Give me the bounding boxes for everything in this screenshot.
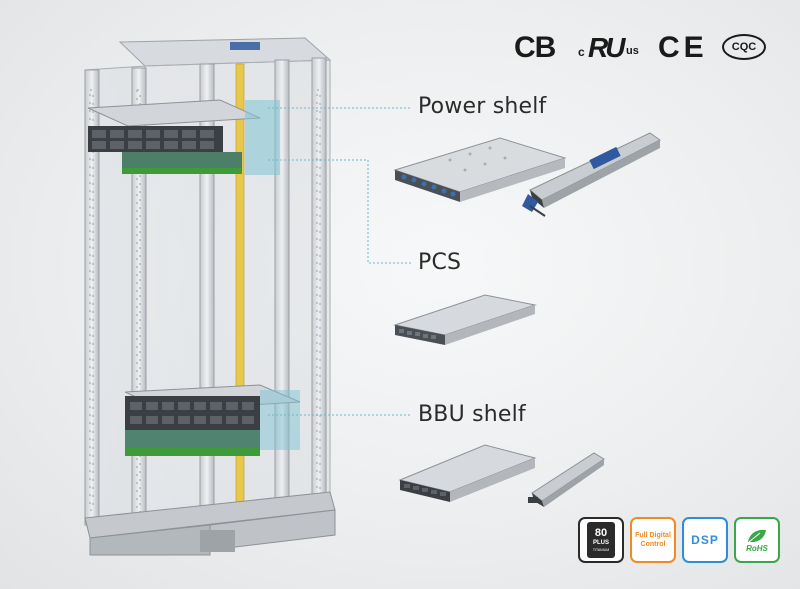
dsp-text: DSP [691, 533, 719, 547]
server-rack-illustration [84, 37, 336, 556]
80-plus-grade: TITANIUM [592, 547, 610, 552]
cqc-mark: CQC [722, 34, 766, 60]
digital-line2: Control [640, 541, 666, 548]
ul-us-mark: us [626, 45, 639, 57]
pcs-label: PCS [418, 250, 462, 275]
full-digital-control-badge: Full Digital Control [630, 517, 676, 563]
pcs-module-image [393, 294, 537, 345]
certification-marks: CB c RU us CE CQC [514, 30, 774, 70]
power-shelf-image [393, 137, 567, 202]
bbu-shelf-image [398, 444, 537, 502]
bbu-module-image [528, 452, 605, 507]
ce-mark: CE [658, 31, 708, 64]
psu-module-image [522, 132, 661, 217]
80-plus-titanium-badge: 80 PLUS TITANIUM [578, 517, 624, 563]
digital-line1: Full Digital [635, 532, 671, 539]
80-plus-word: PLUS [592, 539, 609, 546]
cb-mark: CB [514, 31, 556, 64]
rohs-badge: RoHS [734, 517, 780, 563]
ul-recognized-mark: RU [588, 32, 625, 63]
dsp-badge: DSP [682, 517, 728, 563]
bbu-shelf-label: BBU shelf [418, 402, 526, 427]
rohs-text: RoHS [746, 543, 768, 553]
cqc-text: CQC [731, 41, 757, 53]
leaf-icon [748, 529, 766, 542]
80-plus-number: 80 [594, 526, 608, 539]
ul-c-mark: c [578, 45, 585, 59]
power-shelf-label: Power shelf [418, 94, 547, 119]
